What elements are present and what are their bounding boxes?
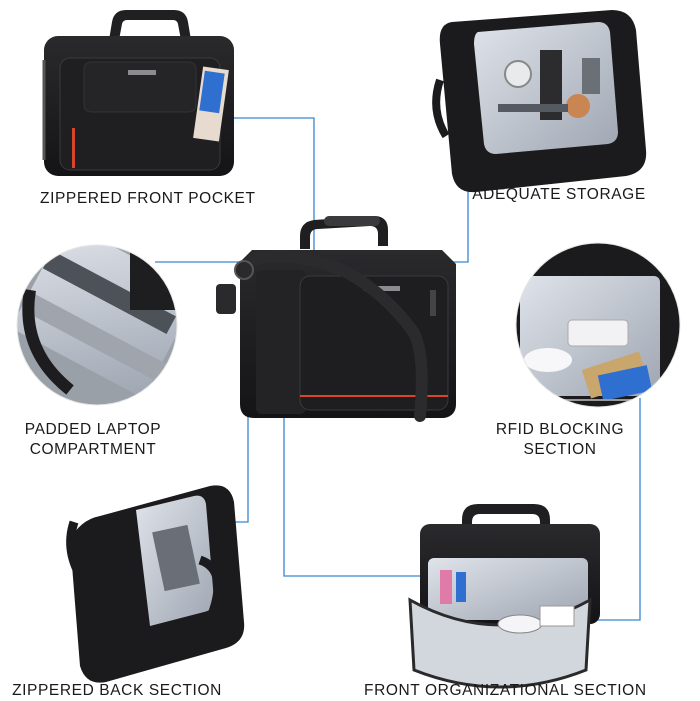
caption-zippered-back-section: ZIPPERED BACK SECTION bbox=[12, 681, 222, 701]
caption-text: FRONT ORGANIZATIONAL SECTION bbox=[364, 682, 647, 699]
caption-text: ZIPPERED BACK SECTION bbox=[12, 682, 222, 699]
rfid-section-ring bbox=[515, 242, 681, 408]
caption-line: SECTION bbox=[523, 441, 597, 458]
caption-line: RFID BLOCKING bbox=[495, 421, 625, 438]
bag-front-pocket-photo bbox=[42, 10, 234, 176]
caption-adequate-storage: ADEQUATE STORAGE bbox=[472, 185, 646, 205]
bag-front-org-photo bbox=[408, 504, 600, 689]
leader-line-front-pocket bbox=[230, 117, 315, 305]
laptop-compartment-ring bbox=[16, 244, 178, 406]
caption-zippered-front-pocket: ZIPPERED FRONT POCKET bbox=[40, 189, 255, 209]
bag-main-photo bbox=[216, 216, 456, 422]
bag-back-section-photo bbox=[66, 485, 245, 683]
caption-line: PADDED LAPTOP bbox=[24, 421, 162, 438]
caption-rfid-blocking-section: RFID BLOCKING SECTION bbox=[490, 420, 630, 460]
caption-text: ZIPPERED FRONT POCKET bbox=[40, 190, 256, 207]
laptop-compartment-photo bbox=[17, 245, 177, 405]
caption-padded-laptop-compartment: PADDED LAPTOP COMPARTMENT bbox=[18, 420, 168, 460]
caption-front-organizational-section: FRONT ORGANIZATIONAL SECTION bbox=[364, 681, 646, 701]
rfid-section-photo bbox=[516, 243, 680, 407]
caption-line: COMPARTMENT bbox=[29, 441, 157, 458]
bag-storage-photo bbox=[432, 10, 647, 193]
caption-text: ADEQUATE STORAGE bbox=[472, 186, 646, 203]
